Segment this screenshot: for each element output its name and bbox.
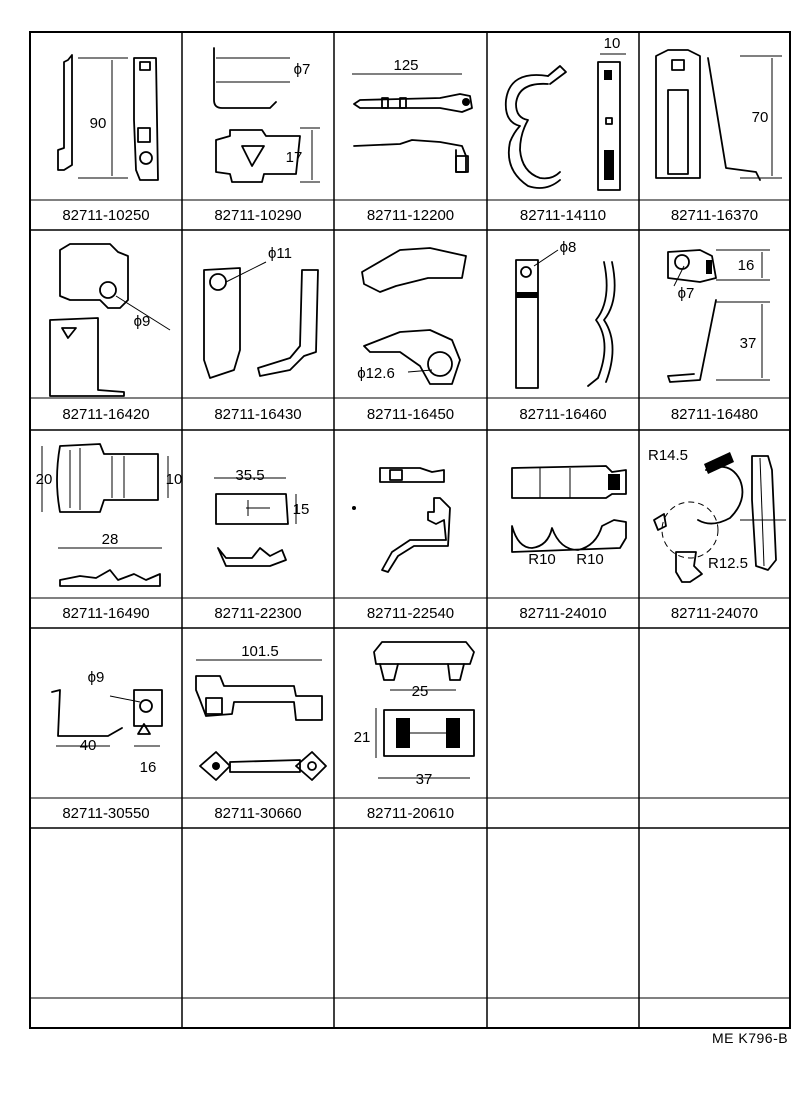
part-number: 82711-16450 [367,406,454,423]
dimension-label: 10 [604,35,621,52]
part-drawing-82711-10250 [57,54,159,181]
dimension-label: R12.5 [708,555,748,572]
part-number: 82711-22300 [214,605,301,622]
part-number: 82711-16370 [671,207,758,224]
dimension-label: 16 [140,759,157,776]
part-number: 82711-16490 [62,605,149,622]
dimension-label: R10 [528,551,556,568]
dimension-label: R10 [576,551,604,568]
part-number: 82711-30550 [62,805,149,822]
part-number: 82711-20610 [367,805,454,822]
part-drawing-82711-16430 [203,261,319,379]
part-number: 82711-12200 [367,207,454,224]
dimension-label: 16 [738,257,755,274]
dimension-label: ϕ11 [268,245,292,262]
part-drawing-82711-22300 [214,477,297,567]
part-drawing-82711-16490 [41,443,169,587]
part-number: 82711-30660 [214,805,301,822]
part-drawing-82711-24070 [653,452,786,583]
part-drawing-82711-16420 [49,243,171,397]
part-drawing-82711-16460 [515,249,616,389]
dimension-label: 37 [416,771,433,788]
dimension-label: ϕ7 [678,285,695,302]
part-number: 82711-10290 [214,207,301,224]
part-number: 82711-16480 [671,406,758,423]
grid-frame [29,31,791,1029]
part-number: 82711-24070 [671,605,758,622]
parts-grid: 82711-10250 82711-10290 82711-12200 82711-1… [29,31,791,1029]
dimension-label: 10 [166,471,183,488]
part-drawing-82711-10290 [213,47,320,183]
dimension-label: 101.5 [241,643,279,660]
dimension-label: 28 [102,531,119,548]
dimension-label: 21 [354,729,371,746]
dimension-labels: 90 ϕ7 17 125 10 70 ϕ9 ϕ11 ϕ12.6 ϕ8 16 ϕ7 37 20 10 28 35.… [36,35,769,788]
part-drawing-82711-20610 [373,641,475,779]
part-drawing-82711-16480 [667,249,770,383]
dimension-label: R14.5 [648,447,688,464]
part-drawing-82711-12200 [352,73,473,173]
part-drawing-82711-16370 [655,49,782,181]
part-number: 82711-16460 [519,406,606,423]
part-drawing-82711-24010 [511,465,627,553]
part-number: 82711-24010 [519,605,606,622]
part-number: 82711-16420 [62,406,149,423]
dimension-label: ϕ9 [88,669,105,686]
dimension-label: 25 [412,683,429,700]
dimension-label: 20 [36,471,53,488]
dimension-label: ϕ9 [134,313,151,330]
part-drawing-82711-30660 [195,659,327,781]
part-drawing-82711-16450 [361,247,467,385]
part-drawing-82711-30550 [51,689,163,747]
dimension-label: 37 [740,335,757,352]
part-drawings [41,47,786,781]
reference-code: ME K796-B [712,1030,789,1046]
part-drawing-82711-22540 [352,467,451,573]
dimension-label: ϕ7 [294,61,311,78]
dimension-label: 17 [286,149,303,166]
part-number: 82711-22540 [367,605,454,622]
part-number: 82711-10250 [62,207,149,224]
dimension-label: 70 [752,109,769,126]
part-drawing-82711-14110 [504,53,626,191]
dimension-label: 35.5 [235,467,264,484]
dimension-label: 15 [293,501,310,518]
dimension-label: ϕ8 [560,239,577,256]
dimension-label: ϕ12.6 [357,365,395,382]
part-number: 82711-16430 [214,406,301,423]
dimension-label: 90 [90,115,107,132]
dimension-label: 40 [80,737,97,754]
dimension-label: 125 [393,57,418,74]
part-number: 82711-14110 [520,207,606,224]
